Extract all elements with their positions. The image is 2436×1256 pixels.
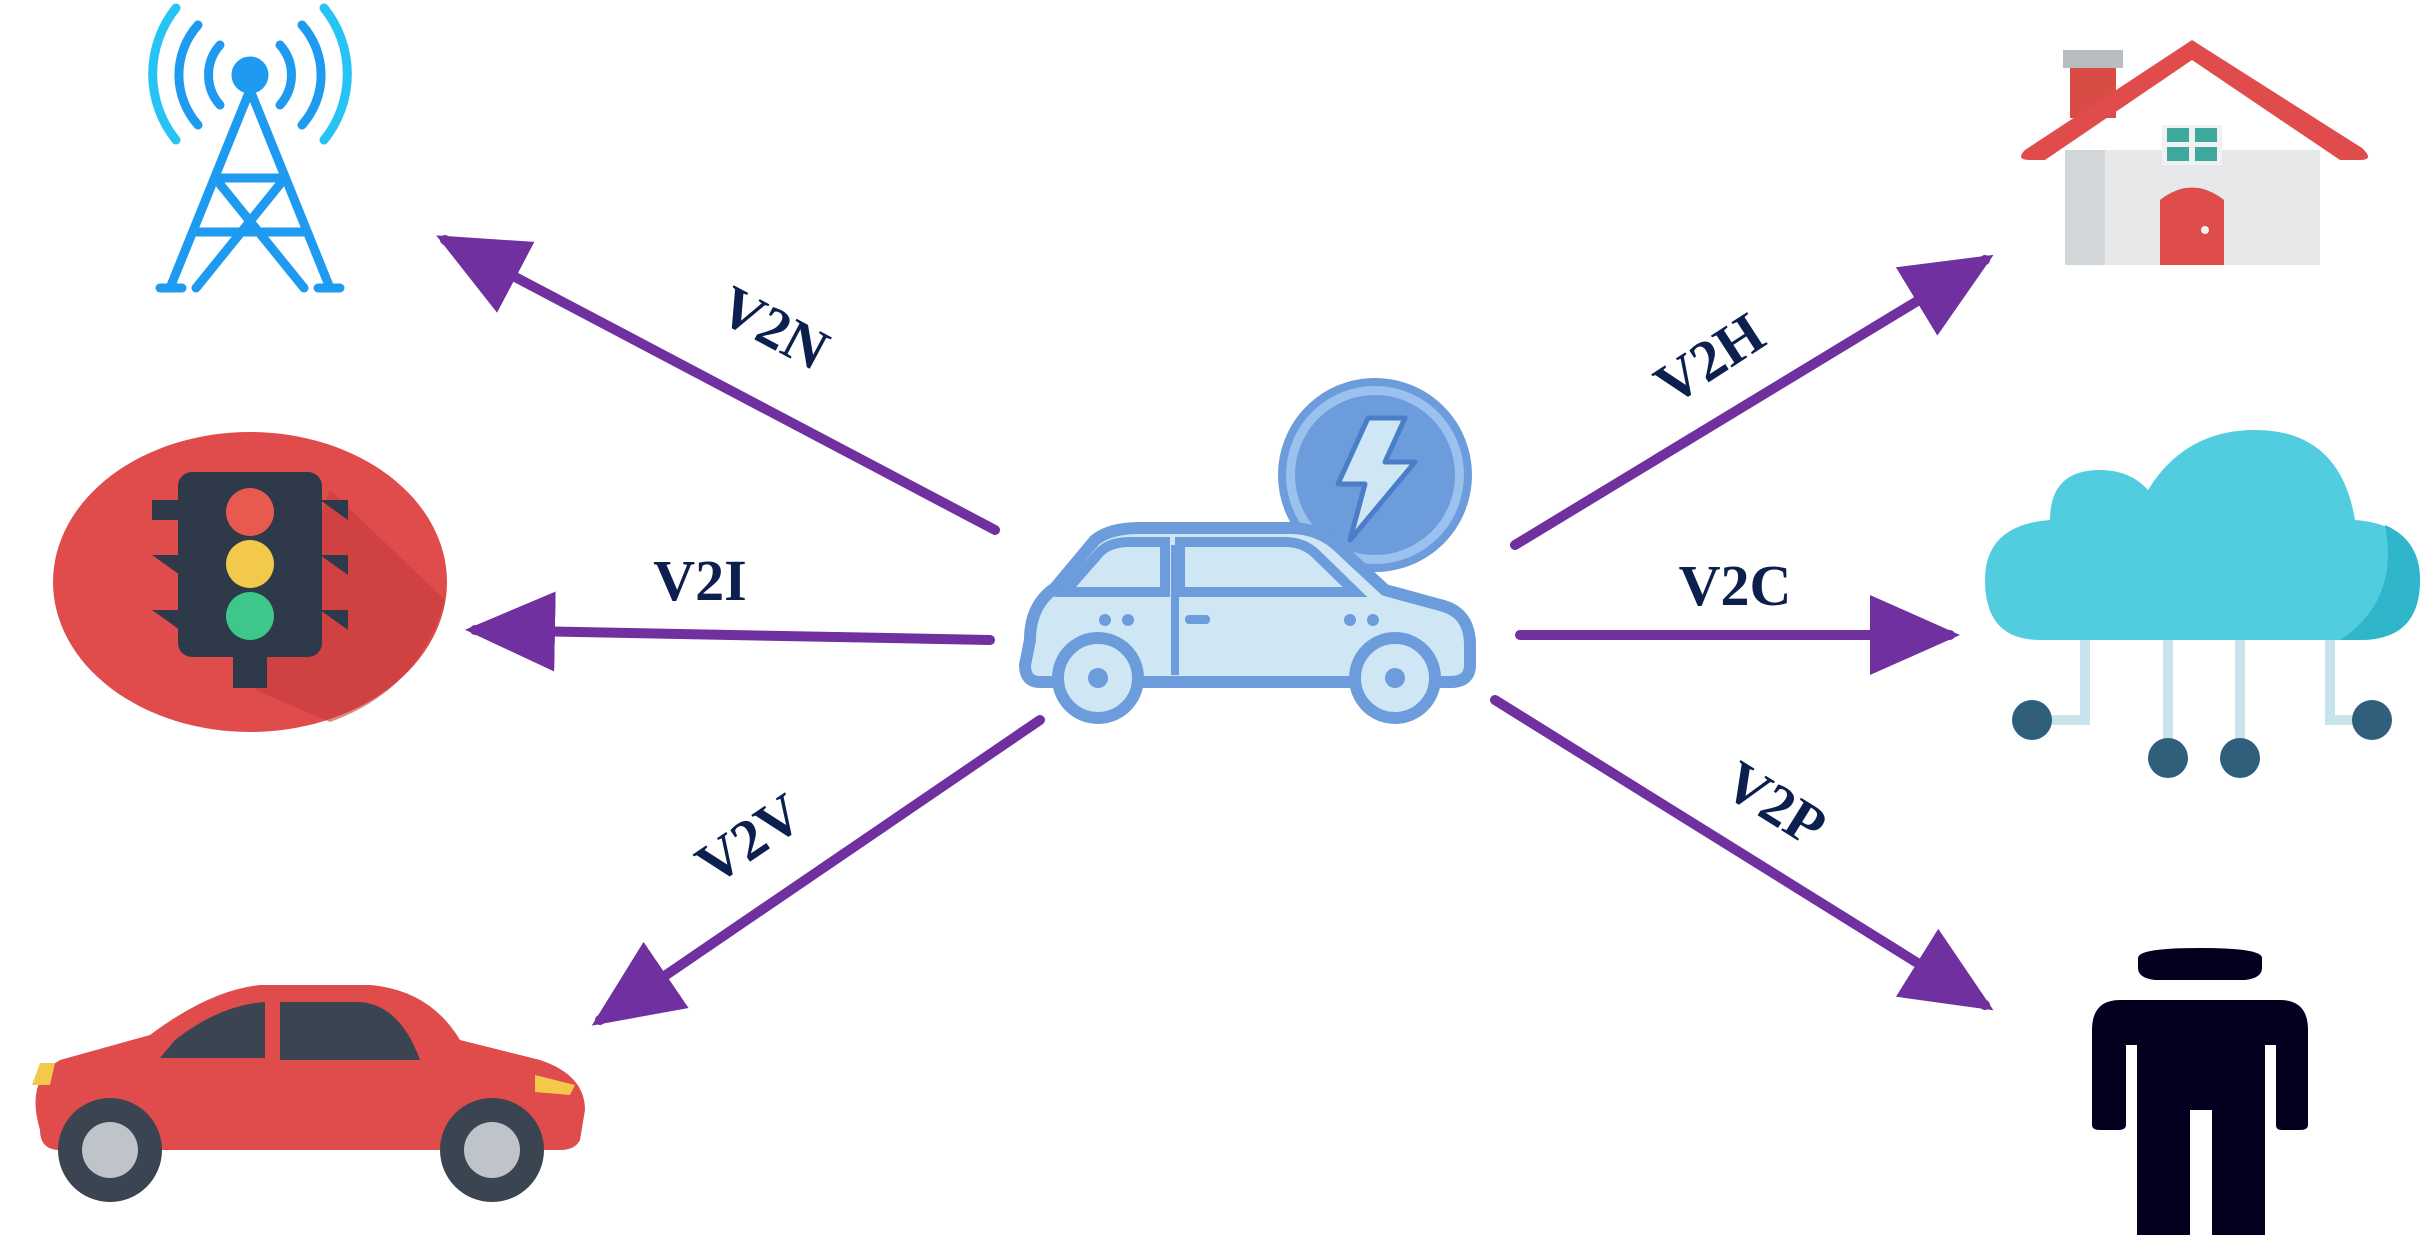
cell-tower-icon [148, 3, 352, 293]
arrow-v2v [591, 715, 1045, 1026]
arrow-v2i [465, 591, 995, 672]
cloud-network-icon [1985, 430, 2420, 778]
arrows [436, 235, 1994, 1026]
red-car-icon [32, 985, 585, 1202]
label-v2v: V2V [684, 780, 814, 897]
house-icon [2021, 40, 2369, 265]
arrow-v2p [1490, 695, 1994, 1011]
label-v2n: V2N [709, 273, 839, 383]
person-icon [2092, 948, 2308, 1235]
arrow-v2n [436, 235, 1000, 535]
electric-car-icon [1019, 378, 1476, 724]
label-v2c: V2C [1679, 553, 1792, 618]
traffic-light-icon [53, 432, 447, 732]
arrow-v2h [1510, 254, 1994, 550]
label-v2i: V2I [653, 548, 746, 613]
